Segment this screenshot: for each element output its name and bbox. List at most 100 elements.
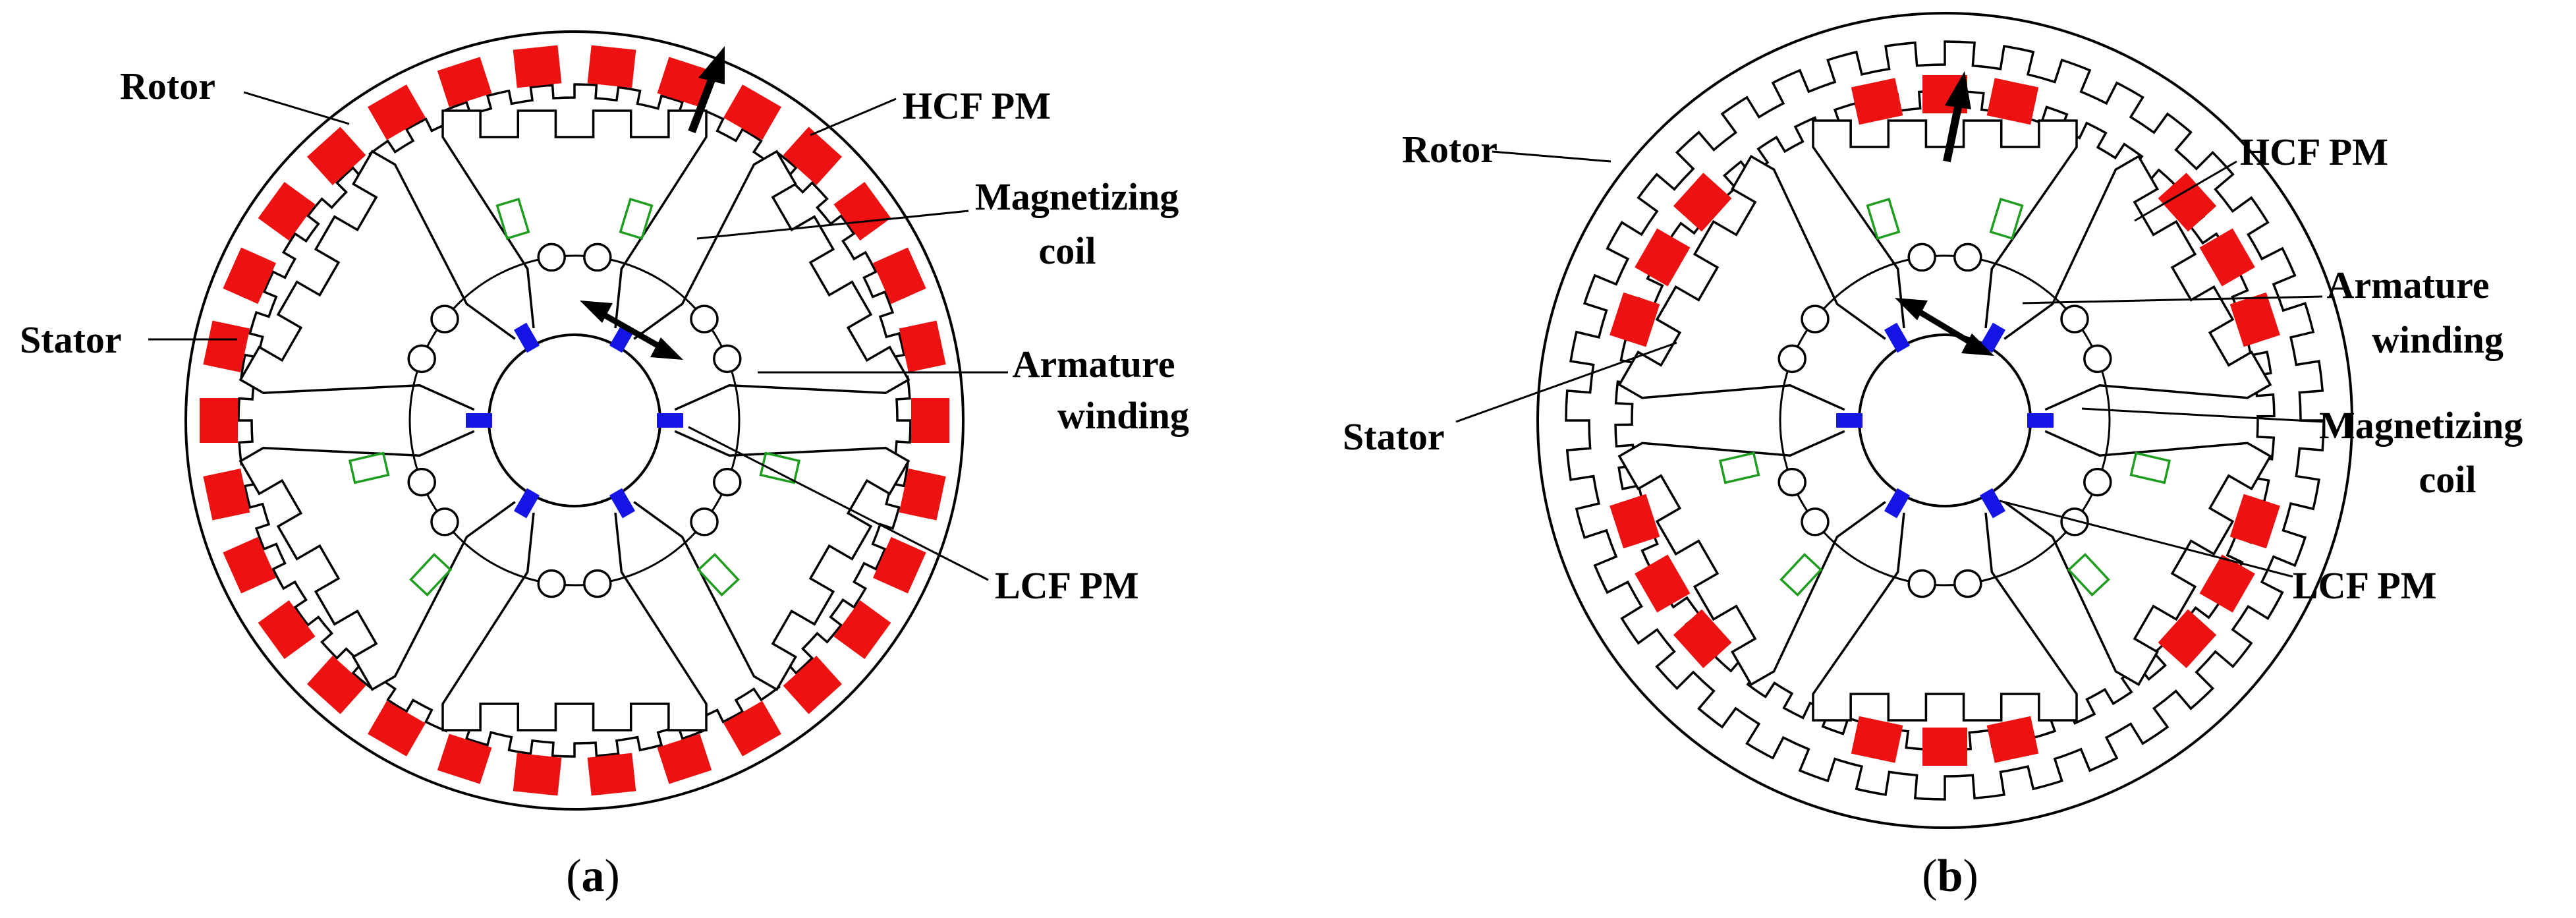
magnetizing-coil: [1779, 552, 1823, 597]
caption-a-open: (: [566, 851, 581, 902]
armature-conductor: [537, 243, 566, 272]
caption-b-letter: b: [1938, 851, 1963, 902]
pm-magnet: [306, 655, 366, 714]
armature-conductor: [407, 467, 436, 497]
magnetizing-coil: [348, 451, 390, 484]
pm-magnet: [513, 322, 540, 353]
stator-pole: [1812, 512, 2078, 722]
pm-magnet: [723, 701, 781, 757]
lcf-magnetization-arrow: [580, 301, 683, 360]
armature-conductor: [1778, 344, 1806, 374]
machine-b: [1536, 12, 2353, 829]
stator-label: Stator: [1343, 415, 1445, 458]
pm-magnet: [1673, 609, 1732, 668]
pm-magnet: [2229, 292, 2280, 347]
pm-magnet: [587, 45, 636, 88]
pm-magnet: [1986, 716, 2039, 763]
armature-winding-label-line1: Armature: [2327, 264, 2490, 306]
armature-winding: [407, 243, 742, 598]
lcf-pm-label: LCF PM: [995, 564, 1139, 607]
armature-conductor: [1907, 243, 1936, 272]
armature-winding-label-line2: winding: [2372, 318, 2504, 361]
machine-a: [184, 30, 965, 811]
pm-magnet: [513, 488, 540, 519]
rotor-outer-ring: [1536, 12, 2353, 829]
stator-pole: [238, 430, 516, 691]
pm-magnet: [783, 127, 843, 186]
lcf-pm-group: [1836, 322, 2054, 519]
pm-magnet: [223, 536, 277, 594]
magnetizing-coil: [2129, 451, 2171, 484]
pm-magnet: [587, 753, 636, 796]
pm-magnet: [258, 182, 316, 241]
pm-magnet: [1610, 292, 1660, 347]
armature-conductor: [1953, 243, 1982, 272]
hcf-pm-group: [1610, 75, 2280, 766]
stator-pole: [1617, 154, 1886, 411]
magnetizing-coil: [1989, 197, 2024, 241]
pm-magnet: [899, 468, 946, 521]
armature-conductor: [583, 243, 612, 272]
pm-magnet: [657, 733, 712, 784]
pm-magnet: [2027, 413, 2054, 428]
shaft-bore: [488, 333, 661, 507]
callouts-b: [1455, 150, 2323, 578]
armature-winding-label-line1: Armature: [1013, 343, 1175, 386]
rotor-label: Rotor: [120, 65, 215, 107]
pm-magnet: [872, 536, 926, 594]
pm-magnet: [723, 84, 781, 140]
lcf-magnetization-arrow: [1895, 298, 1994, 356]
pm-magnet: [1851, 716, 1903, 763]
lcf-pm-group: [466, 322, 683, 519]
winding-loop: [408, 254, 741, 587]
pm-magnet: [899, 320, 946, 373]
shaft-bore: [1858, 333, 2032, 507]
magnetizing-coil: [759, 451, 801, 484]
rotor-outer-ring: [184, 30, 965, 811]
pm-magnet: [1884, 322, 1911, 353]
stator-poles: [238, 109, 910, 732]
hcf-pm-label: HCF PM: [2240, 130, 2388, 173]
hcf-magnetization-arrow: [1943, 71, 1971, 163]
pm-magnet: [833, 182, 891, 241]
caption-b: (b): [1922, 851, 1978, 902]
armature-conductor: [1801, 507, 1830, 536]
stator-pole: [2003, 430, 2272, 687]
armature-conductor: [713, 467, 742, 497]
magnetizing-coils: [1718, 197, 2171, 597]
pm-magnet: [306, 127, 366, 186]
armature-conductor: [713, 344, 742, 374]
hcf-pm-label: HCF PM: [903, 84, 1051, 127]
magnetizing-coil: [696, 552, 740, 597]
pm-magnet: [1635, 554, 1691, 613]
magnetizing-coil: [409, 552, 453, 597]
stator-pole: [633, 430, 910, 691]
stator-label: Stator: [20, 318, 122, 361]
caption-a-close: ): [605, 851, 620, 902]
pm-magnet: [872, 247, 926, 304]
stator-poles: [1617, 119, 2272, 722]
magnetizing-coil: [495, 197, 530, 241]
stator-pole: [1617, 430, 1886, 687]
armature-winding: [1778, 243, 2112, 598]
magnetizing-coil-label-line2: coil: [1039, 229, 1096, 272]
caption-b-open: (: [1922, 851, 1937, 902]
pm-magnet: [1922, 728, 1967, 766]
pm-magnet: [466, 413, 492, 428]
armature-winding-label-line2: winding: [1057, 394, 1189, 437]
pm-magnet: [1979, 322, 2006, 353]
pm-magnet: [203, 468, 250, 521]
stator-pole: [1812, 119, 2078, 329]
pm-magnet: [2199, 228, 2255, 287]
pm-magnet: [1986, 78, 2039, 125]
armature-conductor: [2060, 304, 2089, 333]
pm-magnet: [1851, 78, 1903, 125]
pm-magnet: [833, 600, 891, 659]
pm-magnet: [513, 753, 562, 796]
pm-magnet: [2199, 554, 2255, 613]
lcf-pm-label: LCF PM: [2293, 564, 2437, 607]
caption-b-close: ): [1963, 851, 1978, 902]
stator-pole: [238, 150, 516, 411]
pm-magnet: [1635, 228, 1691, 287]
pm-magnet: [2229, 494, 2280, 549]
